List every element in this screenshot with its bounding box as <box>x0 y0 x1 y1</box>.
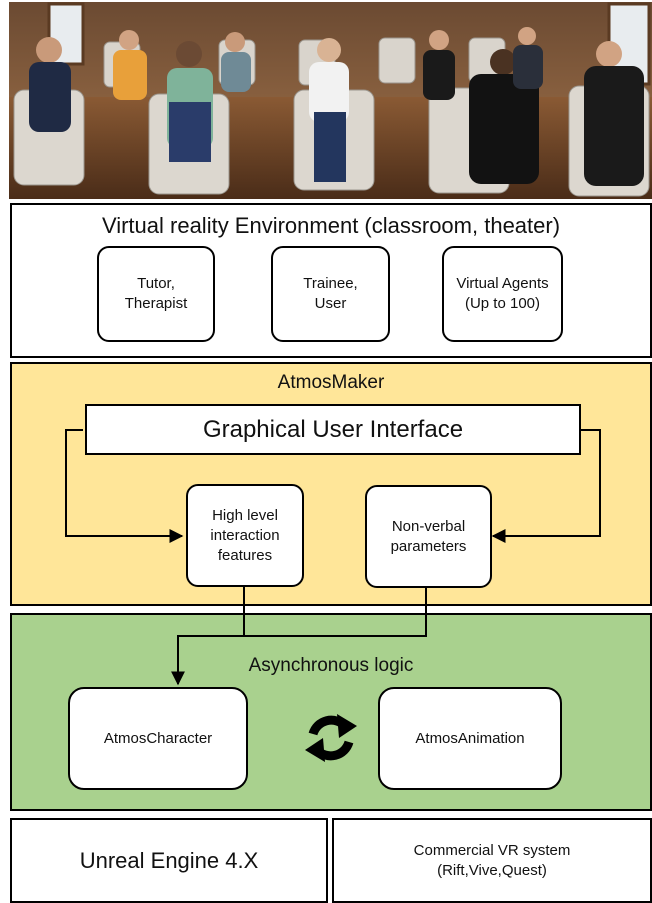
atmos-animation-box: AtmosAnimation <box>378 687 562 790</box>
agents-line-1: Virtual Agents <box>456 275 549 292</box>
virtual-agents-box: Virtual Agents (Up to 100) <box>442 246 563 342</box>
agents-line-2: (Up to 100) <box>464 295 541 312</box>
virtual-agents <box>29 27 644 186</box>
atmosmaker-panel: AtmosMaker Graphical User Interface High… <box>10 362 652 606</box>
features-line-3: features <box>217 546 273 564</box>
tutor-line-2: Therapist <box>124 295 188 312</box>
features-line-2: interaction <box>210 526 280 544</box>
vr-line-1: Commercial VR system <box>413 841 571 859</box>
atmos-character-box: AtmosCharacter <box>68 687 248 790</box>
vr-environment-title: Virtual reality Environment (classroom, … <box>101 213 561 238</box>
asynchronous-logic-title: Asynchronous logic <box>248 655 414 676</box>
nonverbal-line-2: parameters <box>390 537 467 555</box>
unreal-engine-panel: Unreal Engine 4.X <box>10 818 328 903</box>
non-verbal-parameters-box: Non-verbal parameters <box>365 485 492 588</box>
asynchronous-logic-panel: Asynchronous logic AtmosCharacter AtmosA… <box>10 613 652 811</box>
features-line-1: High level <box>212 506 278 524</box>
trainee-line-1: Trainee, <box>303 275 358 292</box>
vr-environment-panel: Virtual reality Environment (classroom, … <box>10 203 652 358</box>
high-level-features-box: High level interaction features <box>186 484 304 587</box>
classroom-photo <box>9 2 652 199</box>
trainee-user-box: Trainee, User <box>271 246 390 342</box>
graphical-user-interface-box: Graphical User Interface <box>85 404 581 455</box>
tutor-line-1: Tutor, <box>137 275 175 292</box>
nonverbal-line-1: Non-verbal <box>391 517 466 535</box>
vr-line-2: (Rift,Vive,Quest) <box>437 861 547 879</box>
trainee-line-2: User <box>314 295 347 312</box>
commercial-vr-panel: Commercial VR system (Rift,Vive,Quest) <box>332 818 652 903</box>
atmosmaker-title: AtmosMaker <box>277 372 385 393</box>
tutor-therapist-box: Tutor, Therapist <box>97 246 215 342</box>
